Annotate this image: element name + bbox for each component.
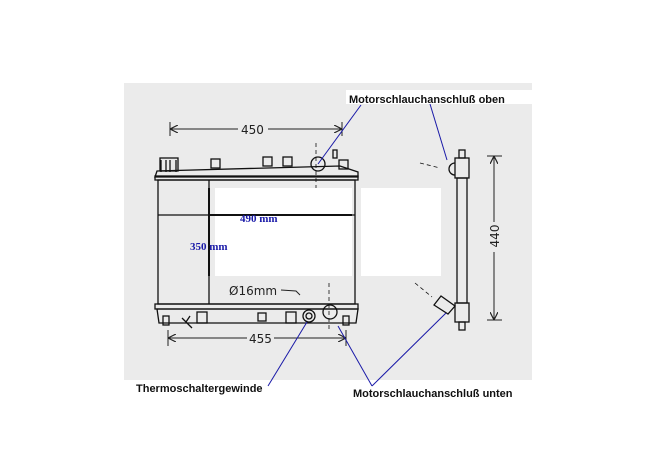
dimension-450 bbox=[169, 122, 343, 136]
leader-lines bbox=[267, 103, 448, 387]
pipe-arrow bbox=[280, 289, 301, 296]
dimension-455 bbox=[167, 330, 347, 346]
width-bottom-label: 455 bbox=[249, 332, 272, 346]
lower-outlet bbox=[322, 304, 338, 320]
pipe-diameter-label: Ø16mm bbox=[229, 284, 277, 298]
label-backdrop bbox=[346, 90, 532, 104]
filler-bracket bbox=[160, 160, 177, 172]
core-height-label: 350 mm bbox=[190, 241, 228, 253]
thermo-switch-port bbox=[302, 309, 316, 323]
upper-outlet bbox=[310, 156, 326, 172]
lower-hose-callout: Motorschlauchanschluß unten bbox=[353, 388, 513, 400]
dimension-440 bbox=[487, 155, 502, 321]
label-panel-right bbox=[361, 188, 441, 276]
width-top-label: 450 bbox=[241, 123, 264, 137]
radiator-front-view bbox=[154, 143, 359, 330]
mount-tab bbox=[210, 158, 221, 169]
height-side-label: 440 bbox=[488, 225, 502, 248]
core-width-label: 490 mm bbox=[240, 213, 278, 225]
radiator-side-view bbox=[414, 149, 470, 331]
label-panel bbox=[215, 188, 352, 276]
upper-hose-callout: Motorschlauchanschluß oben bbox=[349, 94, 505, 106]
thermo-switch-callout: Thermoschaltergewinde bbox=[136, 383, 263, 395]
bottom-tank bbox=[156, 308, 359, 324]
